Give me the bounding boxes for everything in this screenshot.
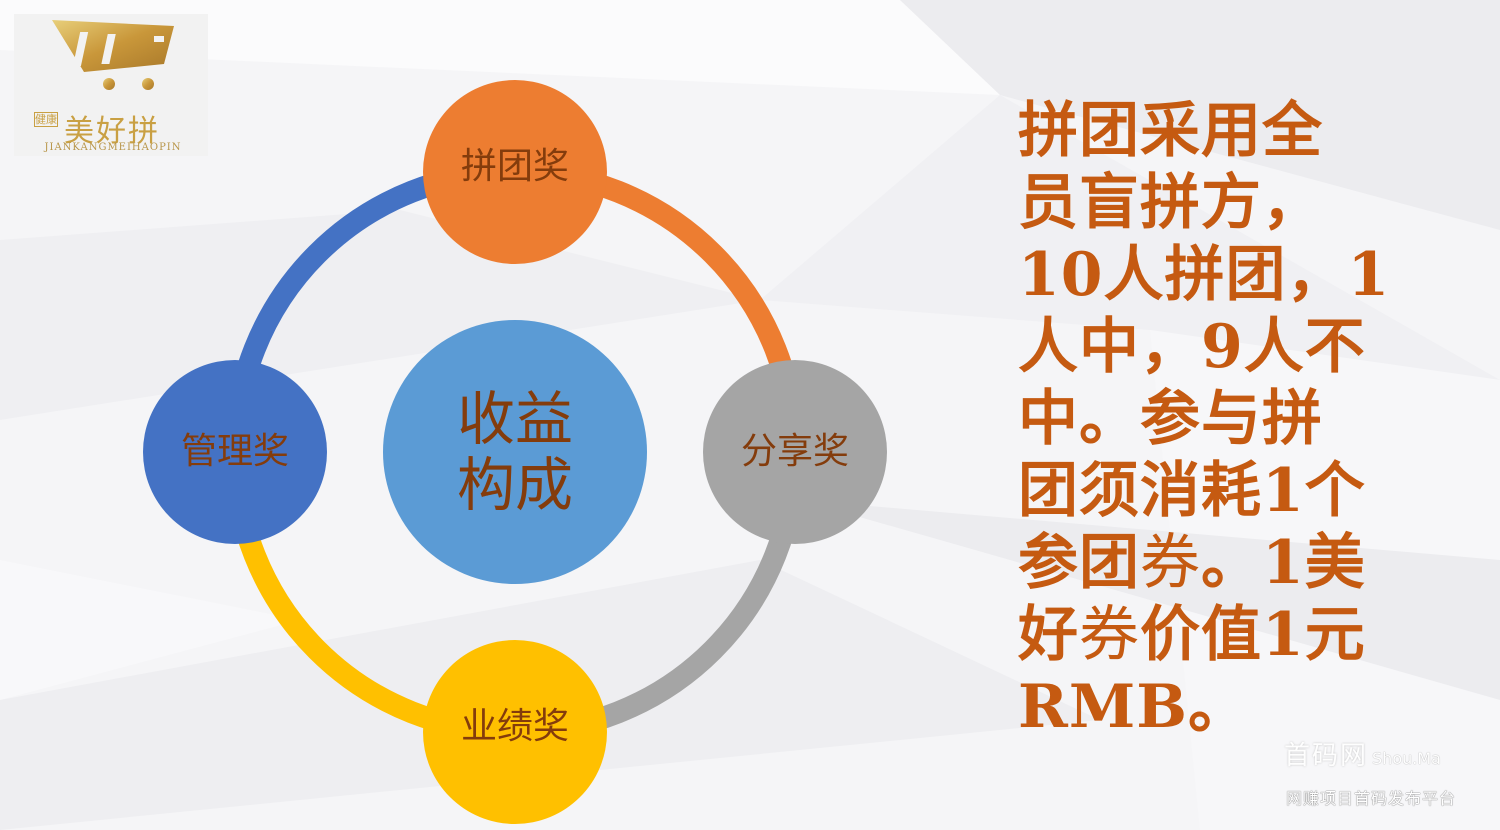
- desc-line: 中。参与拼: [1018, 384, 1323, 454]
- center-label: 收益 构成: [445, 386, 585, 518]
- desc-line: 参团券。1美: [1018, 527, 1398, 599]
- desc-fragment: 价值1元: [1140, 600, 1366, 670]
- node-label: 管理奖: [180, 431, 289, 472]
- node-share-bonus: 分享奖: [703, 360, 887, 544]
- desc-fragment: 参团: [1018, 528, 1140, 598]
- description-text: 拼团采用全 员盲拼方， 10人拼团，1 人中，9人不 中。参与拼 团须消耗1个 …: [1018, 95, 1398, 743]
- desc-line: 10人拼团，1: [1018, 240, 1391, 310]
- node-group-buy-bonus: 拼团奖: [423, 80, 607, 264]
- desc-line: RMB。: [1018, 672, 1249, 742]
- logo-brand-cn: 美好拼: [64, 114, 160, 149]
- desc-fragment: 券: [1079, 600, 1140, 670]
- node-performance-bonus: 业绩奖: [423, 640, 607, 824]
- watermark-subtitle: 网赚项目首码发布平台: [1286, 789, 1457, 808]
- node-label: 分享奖: [740, 431, 849, 472]
- desc-line: 拼团采用全: [1018, 96, 1323, 166]
- desc-line: 团须消耗1个: [1018, 456, 1366, 526]
- center-label-line2: 构成: [456, 451, 573, 519]
- desc-fragment: 好: [1018, 600, 1079, 670]
- desc-line: 好券价值1元: [1018, 599, 1398, 671]
- node-label: 业绩奖: [460, 706, 569, 747]
- brand-logo: 健康 美好拼 JIANKANGMEIHAOPIN: [14, 14, 208, 156]
- desc-line: 人中，9人不: [1018, 312, 1366, 382]
- watermark-latin: Shou.Ma: [1372, 749, 1441, 768]
- logo-brand-en: JIANKANGMEIHAOPIN: [44, 142, 182, 153]
- node-label: 拼团奖: [460, 146, 569, 187]
- desc-line: 员盲拼方，: [1018, 168, 1323, 238]
- logo-tag: 健康: [34, 112, 58, 127]
- center-node-revenue: 收益 构成: [383, 320, 647, 584]
- desc-fragment: 。1美: [1201, 528, 1366, 598]
- watermark-brand: 首码网: [1284, 741, 1369, 771]
- node-management-bonus: 管理奖: [143, 360, 327, 544]
- cart-logo-icon: [52, 20, 174, 90]
- center-label-line1: 收益: [456, 385, 573, 453]
- desc-fragment: 券: [1140, 528, 1201, 598]
